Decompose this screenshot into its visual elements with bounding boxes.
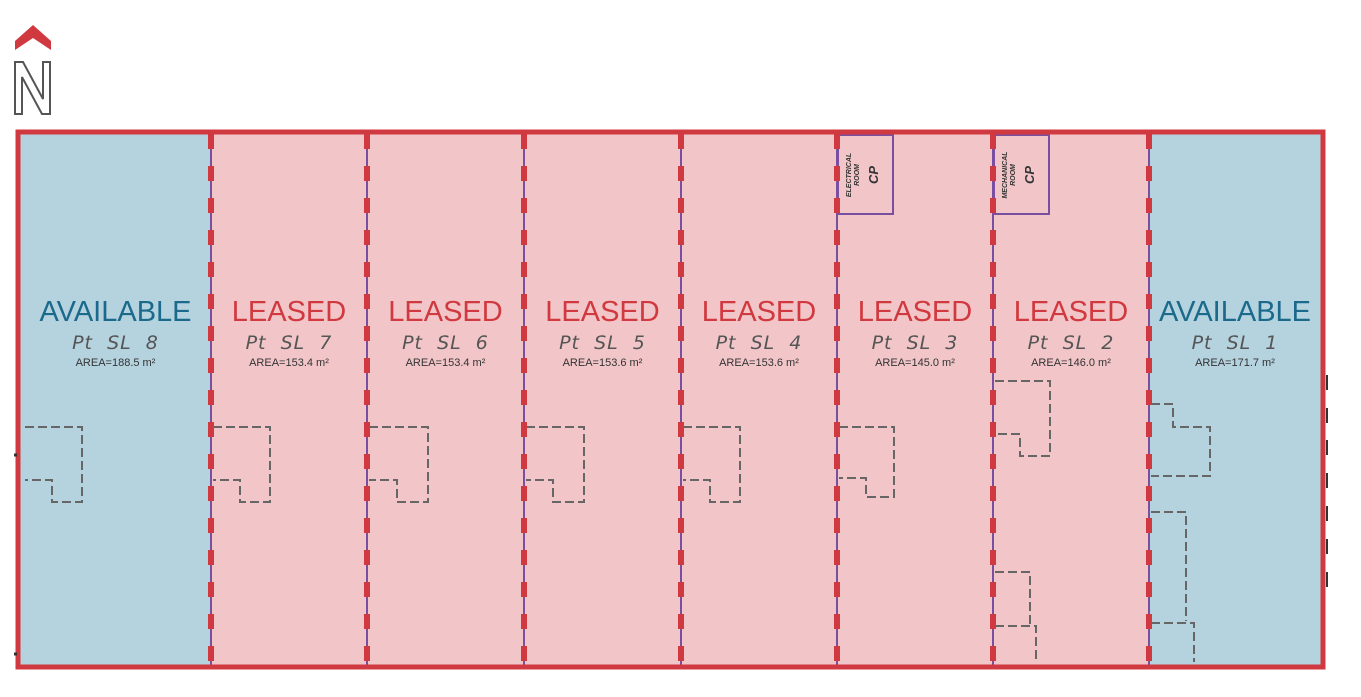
- dashed-fixture: [1151, 511, 1187, 621]
- unit-sl1: AVAILABLE Pt SL 1 AREA=171.7 m²: [1149, 134, 1321, 665]
- dashed-fixture: [995, 380, 1051, 457]
- dashed-fixture: [839, 426, 895, 498]
- unit-sl3: LEASED Pt SL 3 AREA=145.0 m²: [837, 134, 993, 665]
- unit-area: AREA=171.7 m²: [1195, 357, 1275, 369]
- dashed-fixture: [683, 426, 741, 503]
- unit-name: Pt SL 5: [559, 332, 646, 354]
- north-arrow-icon: [15, 25, 51, 50]
- unit-name: Pt SL 3: [872, 332, 959, 354]
- building-outline: [15, 129, 1326, 670]
- room-label: ROOM: [854, 164, 861, 186]
- unit-status: LEASED: [858, 296, 972, 328]
- unit-area: AREA=145.0 m²: [875, 357, 955, 369]
- unit-dividers: [208, 134, 1152, 665]
- unit-area: AREA=153.4 m²: [406, 357, 486, 369]
- unit-fill: [211, 134, 367, 665]
- unit-sl2: LEASED Pt SL 2 AREA=146.0 m²: [993, 134, 1149, 665]
- unit-area: AREA=188.5 m²: [76, 357, 156, 369]
- units-layer: AVAILABLE Pt SL 8 AREA=188.5 m² LEASED Pt SL…: [20, 134, 1321, 665]
- unit-status: AVAILABLE: [39, 296, 191, 328]
- unit-name: Pt SL 2: [1028, 332, 1115, 354]
- dashed-fixture: [995, 625, 1037, 662]
- unit-area: AREA=146.0 m²: [1031, 357, 1111, 369]
- unit-sl7: LEASED Pt SL 7 AREA=153.4 m²: [211, 134, 367, 665]
- unit-name: Pt SL 4: [716, 332, 803, 354]
- unit-fill: [524, 134, 681, 665]
- unit-status: LEASED: [388, 296, 502, 328]
- dashed-fixture: [1151, 622, 1195, 662]
- unit-fill: [1149, 134, 1321, 665]
- dashed-fixture: [369, 426, 429, 503]
- unit-status: LEASED: [702, 296, 816, 328]
- room-code: CP: [866, 166, 881, 184]
- dashed-fixture: [25, 426, 83, 503]
- north-letter-icon: [14, 61, 51, 115]
- unit-sl4: LEASED Pt SL 4 AREA=153.6 m²: [681, 134, 837, 665]
- unit-fill: [993, 134, 1149, 665]
- unit-fill: [20, 134, 211, 665]
- unit-status: LEASED: [1014, 296, 1128, 328]
- room-label: ROOM: [1010, 164, 1017, 186]
- unit-fill: [681, 134, 837, 665]
- dashed-fixture: [995, 571, 1031, 625]
- left-edge-ticks: [14, 453, 17, 656]
- unit-sl8: AVAILABLE Pt SL 8 AREA=188.5 m²: [20, 134, 211, 665]
- unit-area: AREA=153.6 m²: [719, 357, 799, 369]
- unit-status: LEASED: [232, 296, 346, 328]
- unit-name: Pt SL 8: [72, 332, 159, 354]
- unit-status: LEASED: [545, 296, 659, 328]
- unit-sl5: LEASED Pt SL 5 AREA=153.6 m²: [524, 134, 681, 665]
- north-arrow: N: [14, 25, 51, 115]
- room-label: ELECTRICAL: [846, 153, 853, 197]
- dashed-fixture: [213, 426, 271, 503]
- room-code: CP: [1022, 166, 1037, 184]
- unit-area: AREA=153.4 m²: [249, 357, 329, 369]
- dashed-fixtures: [25, 380, 1211, 662]
- unit-name: Pt SL 7: [246, 332, 333, 354]
- unit-status: AVAILABLE: [1159, 296, 1311, 328]
- unit-area: AREA=153.6 m²: [563, 357, 643, 369]
- dashed-fixture: [526, 426, 585, 503]
- room-label: MECHANICAL: [1002, 151, 1009, 198]
- unit-fill: [837, 134, 993, 665]
- unit-fill: [367, 134, 524, 665]
- unit-name: Pt SL 6: [402, 332, 489, 354]
- dashed-fixture: [1151, 403, 1211, 477]
- unit-sl6: LEASED Pt SL 6 AREA=153.4 m²: [367, 134, 524, 665]
- unit-name: Pt SL 1: [1192, 332, 1279, 354]
